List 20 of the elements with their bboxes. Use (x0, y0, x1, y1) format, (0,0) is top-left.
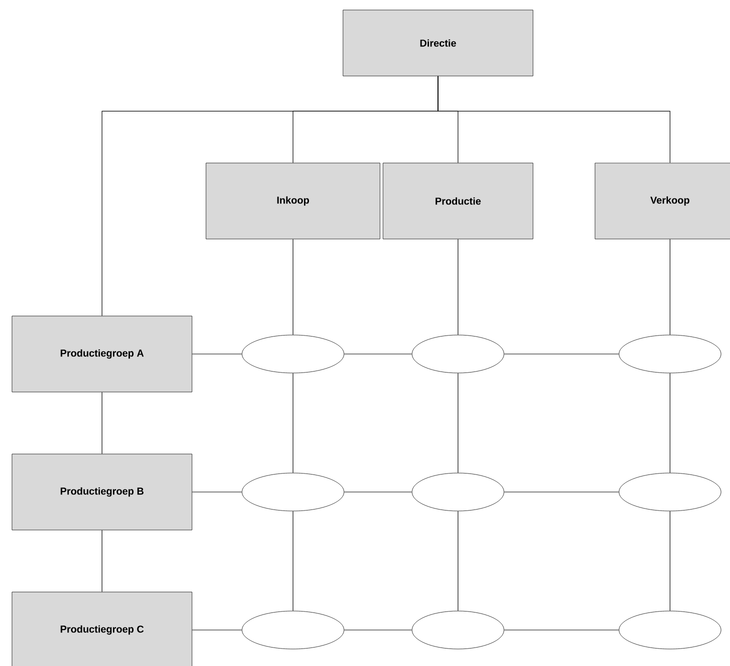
ellipse-node (618, 472, 722, 512)
org-box: Directie (342, 10, 534, 76)
org-box: Verkoop (594, 162, 730, 240)
org-box: Productiegroep A (12, 316, 192, 392)
ellipse-node (412, 472, 504, 512)
ellipse-node (242, 334, 344, 374)
connector-line (292, 510, 294, 612)
ellipse-node (618, 334, 722, 374)
connector-line (102, 76, 438, 316)
ellipse-node (242, 610, 344, 650)
ellipse-node (242, 472, 344, 512)
ellipse-node (618, 610, 722, 650)
org-box: Productiegroep C (12, 592, 192, 666)
org-box: Productie (382, 162, 534, 240)
connector-line (292, 372, 294, 474)
ellipse-node (412, 334, 504, 374)
connector-line (292, 238, 294, 336)
ellipse-node (412, 610, 504, 650)
org-box: Productiegroep B (12, 454, 192, 530)
org-box: Inkoop (206, 162, 380, 240)
